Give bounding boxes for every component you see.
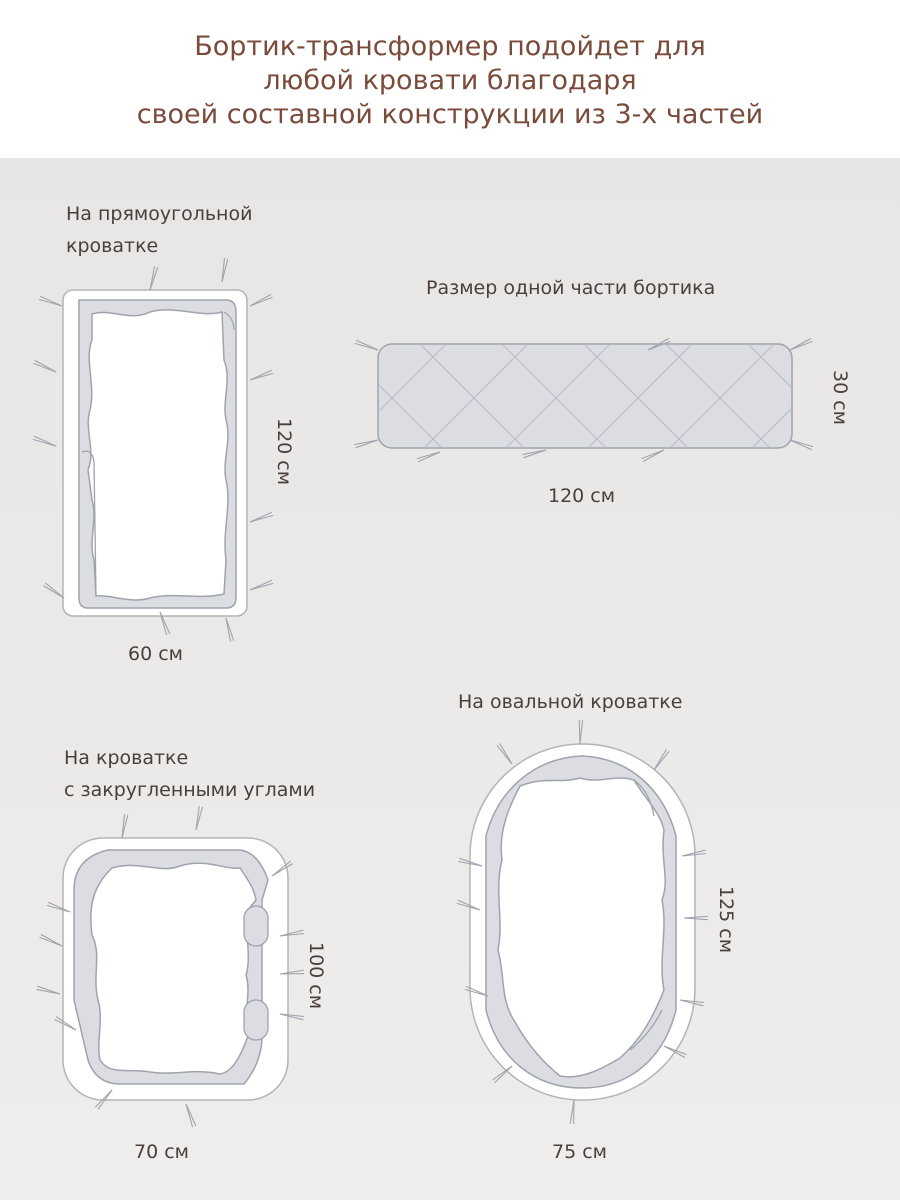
rounded-crib-label-line-2: с закругленными углами (64, 779, 316, 801)
tie (789, 439, 814, 451)
oval-crib-bumper (485, 755, 677, 1089)
single-part-diagram (377, 343, 793, 449)
tie (354, 339, 379, 351)
rounded-crib-width-label: 70 см (134, 1141, 189, 1163)
tie (43, 582, 65, 599)
oval-crib-frame (469, 743, 696, 1101)
tie (279, 929, 304, 937)
tie (185, 1103, 197, 1128)
tie (492, 1065, 513, 1084)
tie (663, 1045, 687, 1059)
rounded-crib-bumper (73, 849, 269, 1085)
tie (653, 749, 670, 771)
oval-crib-diagram (469, 743, 696, 1101)
tie (271, 860, 293, 877)
tie (647, 337, 671, 351)
single-part-width-label: 120 см (548, 485, 616, 507)
rect-crib-label-line-1: На прямоугольной (66, 203, 253, 225)
tie (249, 293, 273, 307)
tie (33, 359, 57, 373)
rect-crib-diagram (62, 289, 248, 617)
bumper-ties (32, 258, 814, 1128)
header-title-line-2: любой кровати благодаря (263, 65, 637, 96)
header-title-line-1: Бортик-трансформер подойдет для (194, 31, 706, 62)
tie (46, 901, 71, 913)
tie (54, 1016, 77, 1031)
tie (159, 611, 171, 636)
oval-crib-width-label: 75 см (552, 1141, 607, 1163)
tie (522, 449, 547, 459)
single-part-height-label: 30 см (829, 370, 851, 425)
tie (578, 719, 584, 745)
header-title-line-3: своей составной конструкции из 3-х часте… (136, 99, 764, 130)
tie (32, 435, 57, 447)
tie (683, 915, 708, 921)
header-banner: Бортик-трансформер подойдет для любой кр… (0, 0, 900, 158)
tie (38, 295, 63, 307)
tie (149, 266, 159, 291)
tie (94, 1089, 113, 1110)
single-part-quilting (378, 344, 792, 448)
tie (249, 579, 274, 591)
tie (225, 617, 235, 642)
single-part-panel (377, 343, 793, 449)
oval-crib-height-label: 125 см (715, 886, 737, 954)
tie (354, 439, 379, 449)
rect-crib-frame (62, 289, 248, 617)
tie (456, 899, 481, 911)
tie (39, 933, 63, 947)
tie (36, 985, 61, 995)
tie (195, 806, 204, 831)
rect-crib-label-line-2: кроватке (66, 235, 159, 257)
rounded-crib-diagram (62, 837, 289, 1101)
tie (569, 1099, 575, 1125)
rect-crib-width-label: 60 см (128, 643, 183, 665)
tie (416, 451, 441, 463)
oval-crib-label: На овальной кроватке (458, 691, 683, 713)
rounded-crib-label-line-1: На кроватке (64, 747, 189, 769)
tie (641, 449, 665, 463)
tie (681, 849, 706, 857)
tie (464, 985, 489, 997)
single-part-label: Размер одной части бортика (426, 277, 716, 299)
tie (249, 511, 274, 523)
tie (221, 258, 229, 283)
rect-crib-bumper (78, 299, 237, 609)
tie (279, 1013, 304, 1021)
tie (496, 743, 513, 765)
tie (249, 369, 274, 381)
tie (279, 969, 305, 975)
tie (789, 337, 813, 351)
rounded-crib-height-label: 100 см (305, 942, 327, 1010)
tie (458, 857, 483, 867)
rect-crib-height-label: 120 см (273, 418, 295, 486)
tie (121, 814, 129, 839)
rounded-crib-frame (62, 837, 289, 1101)
tie (679, 999, 704, 1007)
